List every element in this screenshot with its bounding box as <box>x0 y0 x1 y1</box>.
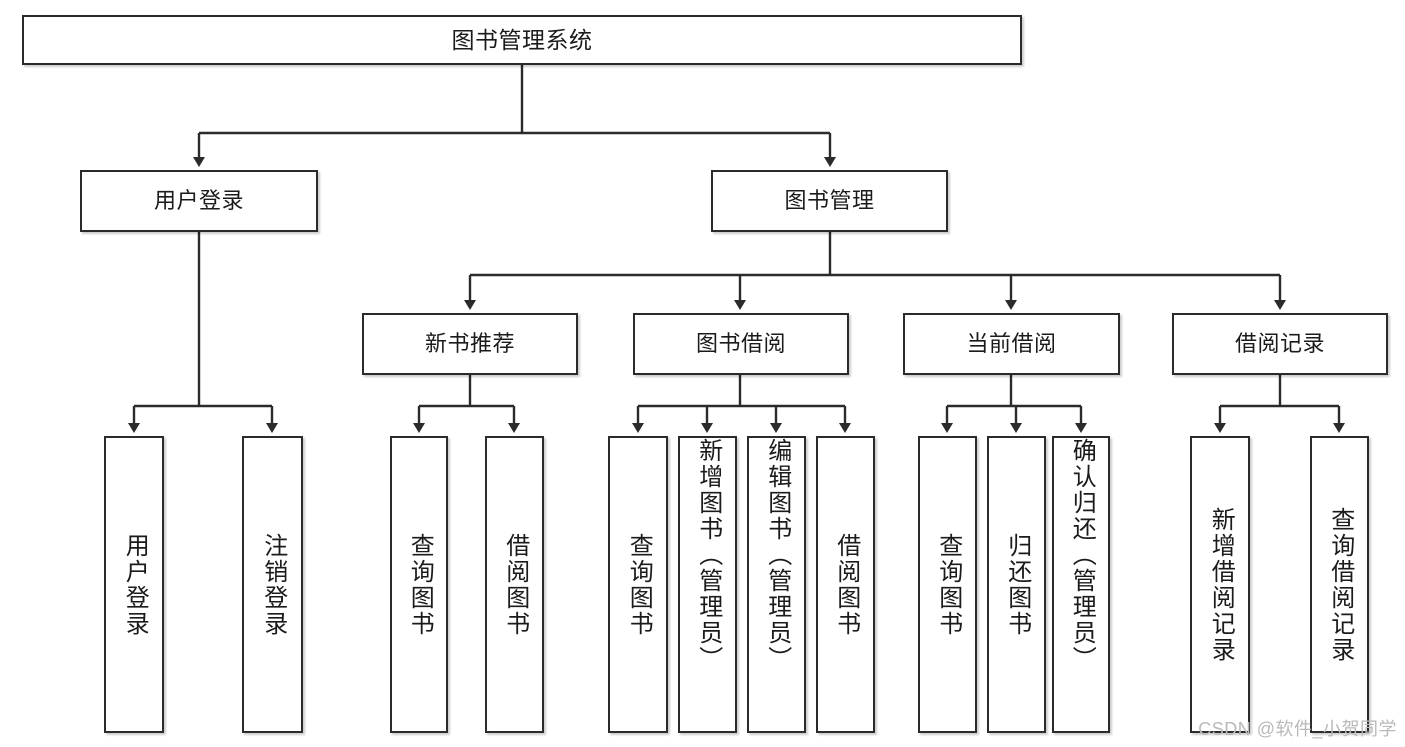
node-leaf-return-book-label: 归还图书 <box>1003 532 1031 637</box>
node-current-borrow-label: 当前借阅 <box>966 331 1057 357</box>
node-current-borrow[interactable]: 当前借阅 <box>903 313 1120 375</box>
node-leaf-edit-book-admin-label: 编辑图书（管理员） <box>763 438 791 672</box>
node-leaf-user-login-label: 用户登录 <box>121 532 149 637</box>
node-leaf-add-borrow-record[interactable]: 新增借阅记录 <box>1190 436 1250 733</box>
node-leaf-borrow-book-2-label: 借阅图书 <box>832 532 860 637</box>
node-leaf-borrow-book-1[interactable]: 借阅图书 <box>485 436 544 733</box>
node-leaf-query-book-3-label: 查询图书 <box>934 532 962 637</box>
node-user-login-label: 用户登录 <box>153 188 244 214</box>
node-leaf-logout-label: 注销登录 <box>259 532 287 637</box>
node-root[interactable]: 图书管理系统 <box>22 15 1022 65</box>
node-leaf-logout[interactable]: 注销登录 <box>242 436 303 733</box>
node-leaf-query-book-3[interactable]: 查询图书 <box>918 436 977 733</box>
node-new-book-recommend[interactable]: 新书推荐 <box>362 313 578 375</box>
node-leaf-query-borrow-record-label: 查询借阅记录 <box>1326 506 1354 663</box>
node-root-label: 图书管理系统 <box>451 26 593 53</box>
node-leaf-confirm-return-admin[interactable]: 确认归还（管理员） <box>1052 436 1110 733</box>
node-new-book-recommend-label: 新书推荐 <box>424 331 515 357</box>
node-book-borrow[interactable]: 图书借阅 <box>633 313 849 375</box>
node-leaf-borrow-book-1-label: 借阅图书 <box>501 532 529 637</box>
node-borrow-record-label: 借阅记录 <box>1234 331 1325 357</box>
node-book-management-label: 图书管理 <box>784 188 875 214</box>
node-user-login[interactable]: 用户登录 <box>80 170 318 232</box>
node-leaf-query-book-1-label: 查询图书 <box>406 532 434 637</box>
node-leaf-query-book-1[interactable]: 查询图书 <box>390 436 448 733</box>
node-leaf-borrow-book-2[interactable]: 借阅图书 <box>816 436 875 733</box>
node-book-borrow-label: 图书借阅 <box>695 331 786 357</box>
node-leaf-add-borrow-record-label: 新增借阅记录 <box>1207 506 1235 663</box>
node-leaf-return-book[interactable]: 归还图书 <box>987 436 1046 733</box>
node-leaf-query-book-2[interactable]: 查询图书 <box>608 436 668 733</box>
node-leaf-query-borrow-record[interactable]: 查询借阅记录 <box>1310 436 1369 733</box>
node-leaf-confirm-return-admin-label: 确认归还（管理员） <box>1068 438 1096 672</box>
node-leaf-add-book-admin-label: 新增图书（管理员） <box>694 438 722 672</box>
node-book-management[interactable]: 图书管理 <box>711 170 948 232</box>
watermark: CSDN @软件_小贺同学 <box>1198 719 1397 739</box>
node-leaf-user-login[interactable]: 用户登录 <box>104 436 164 733</box>
node-leaf-query-book-2-label: 查询图书 <box>625 532 653 637</box>
node-borrow-record[interactable]: 借阅记录 <box>1172 313 1388 375</box>
node-leaf-edit-book-admin[interactable]: 编辑图书（管理员） <box>747 436 806 733</box>
node-leaf-add-book-admin[interactable]: 新增图书（管理员） <box>678 436 737 733</box>
